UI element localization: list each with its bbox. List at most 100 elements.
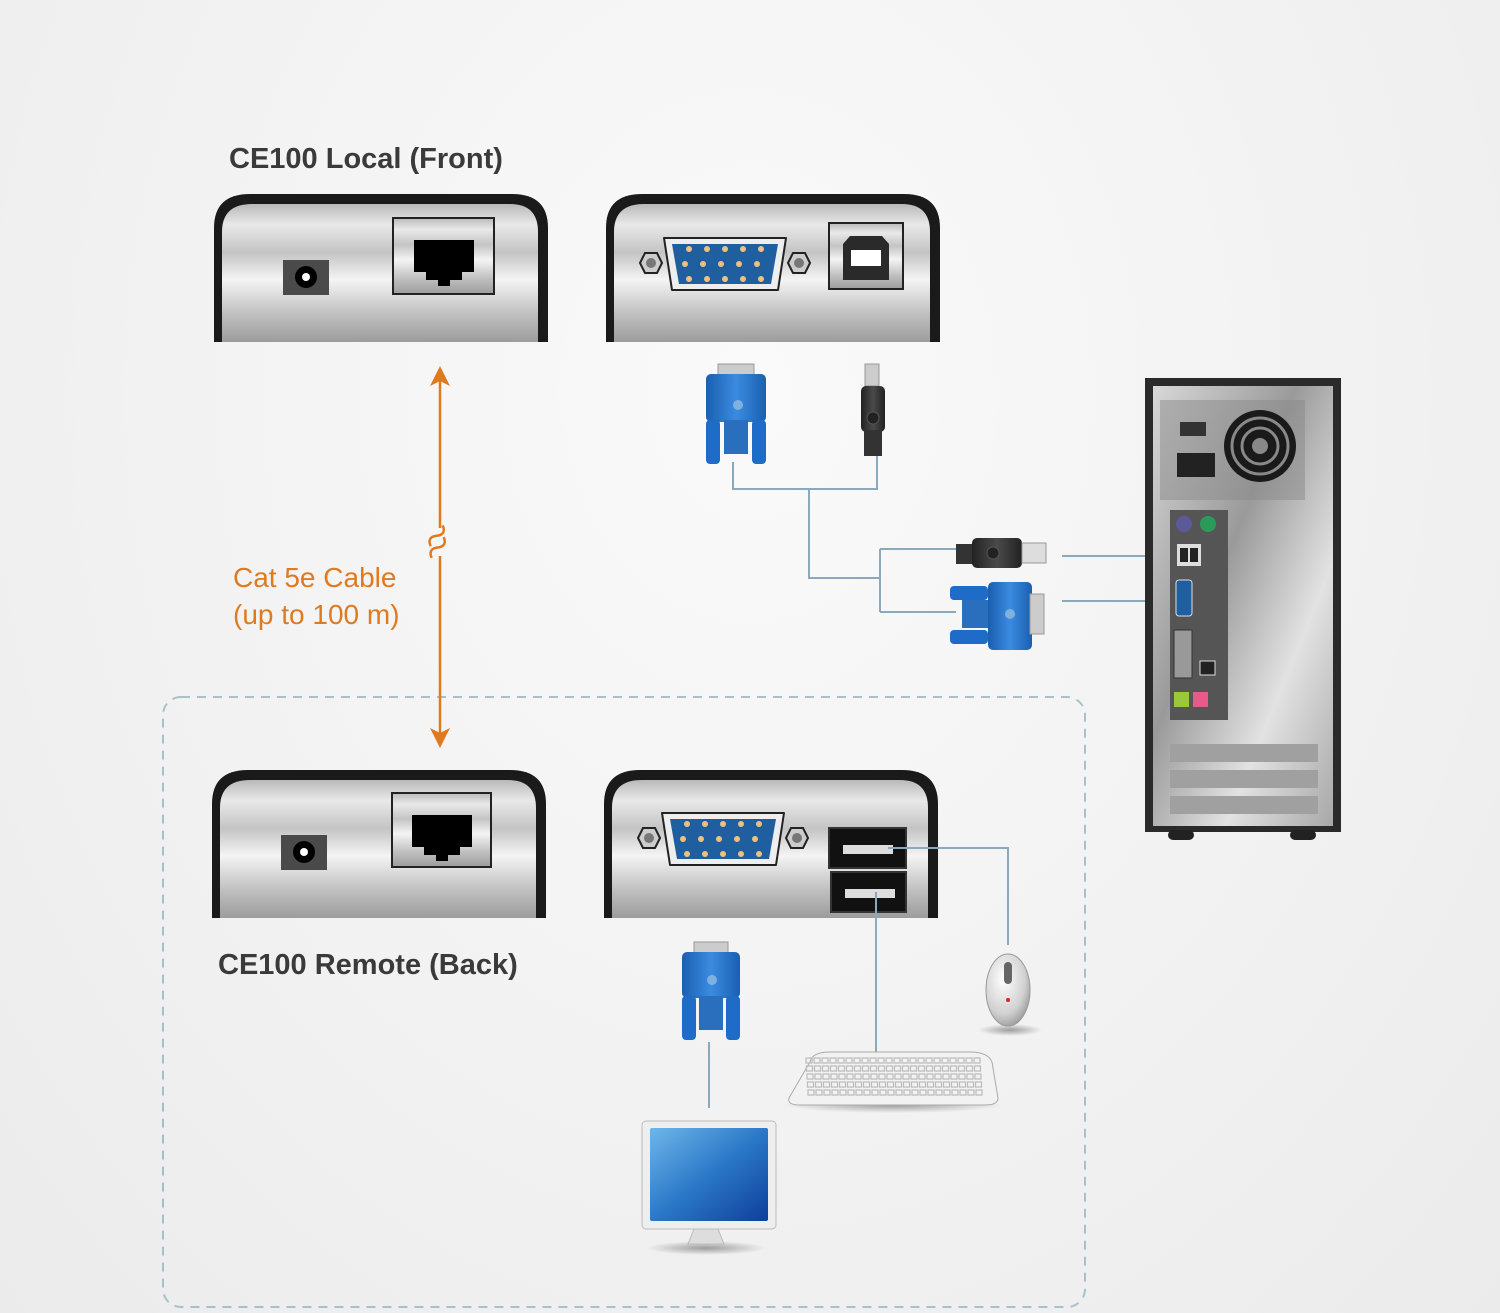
keyboard-key [871,1089,879,1096]
computer-tower-icon [1145,378,1341,840]
keyboard-key [861,1065,870,1072]
keyboard-key [877,1057,885,1064]
usb-b-port-icon [828,222,904,290]
keyboard-icon [783,1051,1003,1113]
keyboard-key [950,1081,959,1088]
keyboard-key [909,1065,918,1072]
keyboard-key [838,1073,846,1080]
keyboard-key [943,1089,951,1096]
vga-pin [754,261,760,267]
vga-pin [702,821,708,827]
keyboard-key [935,1089,943,1096]
keyboard-key [807,1089,815,1096]
keyboard-key [909,1057,917,1064]
monitor-icon [641,1120,777,1255]
keyboard-key [902,1081,911,1088]
keyboard-key [829,1057,837,1064]
keyboard-key [830,1081,839,1088]
usb-a-port-icon [830,871,907,913]
vga-pin [758,276,764,282]
keyboard-key [901,1065,910,1072]
io-panel [1170,510,1228,720]
vga-pin [686,246,692,252]
keyboard-key [887,1089,895,1096]
vga-pin [718,261,724,267]
vga-pin [758,246,764,252]
keyboard-key [965,1065,974,1072]
cat5e-cable-arrow [428,366,450,748]
vga-pin [682,261,688,267]
keyboard-key [878,1081,887,1088]
keyboard-key [901,1057,909,1064]
keyboard-key [878,1073,886,1080]
keyboard-key [854,1073,862,1080]
keyboard-key [973,1065,982,1072]
keyboard-key [927,1089,935,1096]
vga-pin [738,851,744,857]
keyboard-key [829,1065,838,1072]
keyboard-key [942,1073,950,1080]
vga-pin [752,836,758,842]
keyboard-key [862,1073,870,1080]
remote-front-panel [212,770,546,918]
keyboard-key [806,1073,814,1080]
keyboard-key [821,1065,830,1072]
keyboard-key [870,1073,878,1080]
keyboard-key [902,1073,910,1080]
vga-pin [716,836,722,842]
keyboard-key [959,1089,967,1096]
local-front-panel [214,194,548,342]
keyboard-key [838,1081,847,1088]
vga-pin [720,851,726,857]
keyboard-key [813,1065,822,1072]
usb-a-port-icon [828,827,907,869]
keyboard-key [813,1057,821,1064]
keyboard-key [925,1057,933,1064]
keyboard-key [837,1057,845,1064]
keyboard-key [869,1057,877,1064]
vga-cable-connector-icon [950,582,1045,650]
keyboard-key [894,1073,902,1080]
vga-pin [680,836,686,842]
keyboard-key [847,1089,855,1096]
keyboard-key [822,1081,831,1088]
keyboard-key [926,1073,934,1080]
vga-pin [756,851,762,857]
keyboard-key [861,1057,869,1064]
keyboard-key [879,1089,887,1096]
keyboard-key [958,1081,967,1088]
keyboard-key [933,1057,941,1064]
keyboard-key [805,1057,813,1064]
keyboard-key [966,1073,974,1080]
keyboard-key [941,1057,949,1064]
keyboard-key [831,1089,839,1096]
keyboard-key [903,1089,911,1096]
keyboard-key [918,1081,927,1088]
keyboard-key [966,1081,975,1088]
keyboard-key [823,1089,831,1096]
keyboard-key [885,1065,894,1072]
keyboard-key [974,1081,983,1088]
keyboard-key [934,1081,943,1088]
vga-pin [698,836,704,842]
keyboard-key [933,1065,942,1072]
keyboard-key [967,1089,975,1096]
keyboard-key [839,1089,847,1096]
keyboard-key [855,1089,863,1096]
vga-pin [738,821,744,827]
keyboard-key [957,1065,966,1072]
keyboard-key [934,1073,942,1080]
keyboard-key [951,1089,959,1096]
keyboard-key [893,1057,901,1064]
rj45-port-icon [392,217,495,295]
vga-pin [720,821,726,827]
remote-unit-title: CE100 Remote (Back) [218,949,518,981]
keyboard-key [869,1065,878,1072]
keyboard-key [854,1081,863,1088]
keyboard-key [815,1089,823,1096]
usb-cable-connector-icon [956,538,1047,568]
keyboard-key [910,1081,919,1088]
keyboard-key [877,1065,886,1072]
keyboard-key [853,1057,861,1064]
